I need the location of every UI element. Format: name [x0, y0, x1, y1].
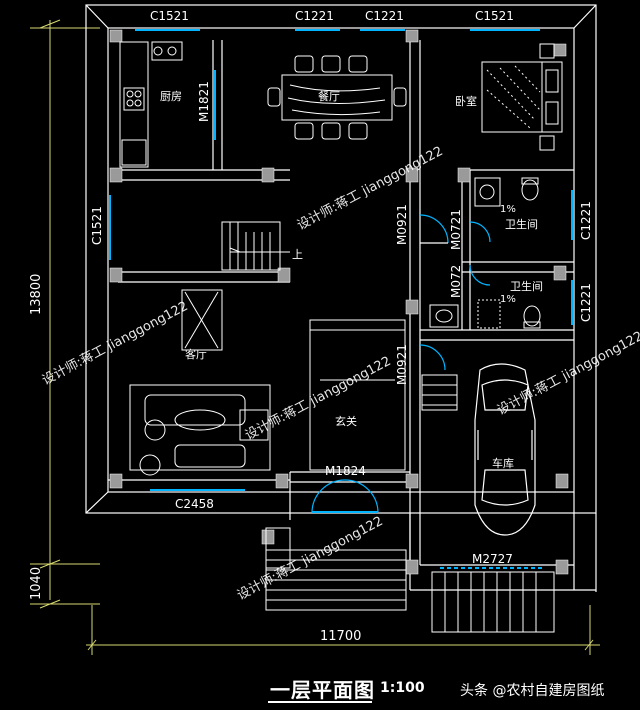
door-labels: M1821 M0921 M0721 M072 M0921 M1824 M2727 [197, 81, 513, 566]
room-label-foyer: 玄关 [335, 414, 357, 428]
title-underline [268, 701, 372, 703]
window-label-top-right: C1521 [475, 9, 514, 23]
room-label-garage: 车库 [492, 456, 514, 470]
window-label-left-side: C1521 [90, 206, 104, 245]
room-label-bath2: 卫生间 [510, 279, 543, 293]
door-label-bedroom: M0921 [395, 204, 409, 245]
watermark-4: 设计师:蒋工 jianggong122 [495, 329, 640, 419]
room-label-living: 客厅 [185, 347, 207, 361]
door-label-foyer: M0921 [395, 344, 409, 385]
room-label-dining: 餐厅 [318, 89, 340, 103]
bathroom-fixtures [429, 177, 541, 329]
door-label-bath1: M0721 [449, 209, 463, 250]
watermark-2: 设计师:蒋工 jianggong122 [40, 299, 191, 389]
dimension-lines [30, 19, 600, 655]
window-label-top-mid1: C1221 [295, 9, 334, 23]
dimension-total-depth: 13800 [29, 274, 44, 315]
room-label-kitchen: 厨房 [160, 90, 182, 103]
slope-label-1: 1% [500, 204, 516, 215]
door-label-garage: M2727 [472, 552, 513, 566]
source-credit: 头条 @农村自建房图纸 [460, 683, 605, 699]
interior-walls [108, 40, 574, 566]
door-label-entry: M1824 [325, 464, 366, 478]
window-label-top-left: C1521 [150, 9, 189, 23]
watermark-1: 设计师:蒋工 jianggong122 [295, 144, 446, 234]
window-labels: C1521 C1221 C1221 C1521 C1521 C1221 C122… [90, 9, 593, 511]
kitchen-fixtures [119, 41, 183, 168]
drawing-title: 一层平面图 [270, 678, 375, 702]
room-label-bedroom: 卧室 [455, 94, 477, 108]
dimension-porch-depth: 1040 [29, 567, 44, 600]
slope-label-2: 1% [500, 294, 516, 305]
drawing-scale: 1:100 [380, 680, 425, 696]
windows [109, 29, 573, 569]
watermarks: 设计师:蒋工 jianggong122 设计师:蒋工 jianggong122 … [40, 144, 640, 604]
window-label-bottom-left: C2458 [175, 497, 214, 511]
watermark-3: 设计师:蒋工 jianggong122 [243, 354, 394, 444]
sofa-set [129, 384, 271, 476]
room-label-bath1: 卫生间 [505, 217, 538, 231]
bed [481, 43, 563, 151]
window-label-right-lower: C1221 [579, 283, 593, 322]
stair-up-label: 上 [292, 248, 303, 261]
dimension-labels: 13800 1040 11700 [29, 274, 361, 644]
dining-table [267, 55, 407, 140]
entry-steps [265, 527, 555, 633]
window-label-right-upper: C1221 [579, 201, 593, 240]
door-label-bath2: M072 [449, 265, 463, 298]
door-swings [311, 214, 491, 513]
dimension-total-width: 11700 [320, 629, 361, 644]
window-label-top-mid2: C1221 [365, 9, 404, 23]
staircase [181, 221, 458, 471]
car [474, 363, 536, 536]
room-labels: 厨房 餐厅 卧室 卫生间 卫生间 客厅 玄关 车库 上 1% 1% [160, 89, 543, 470]
door-label-kitchen: M1821 [197, 81, 211, 122]
structural-columns [109, 29, 569, 575]
